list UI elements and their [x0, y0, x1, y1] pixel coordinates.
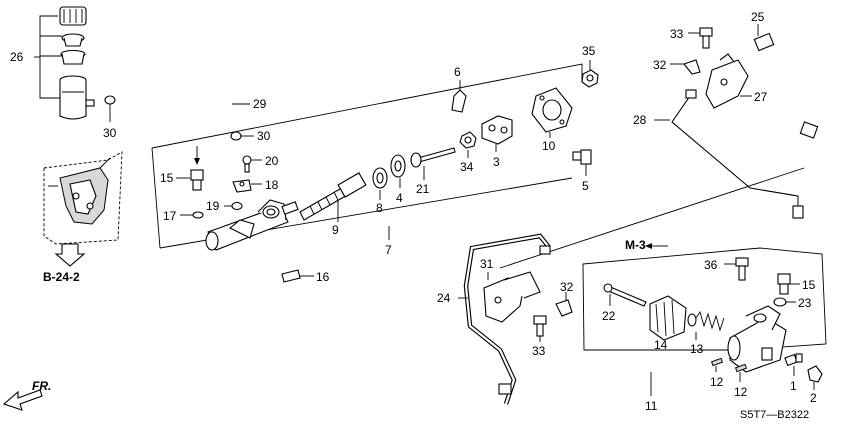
pushrod-21 — [410, 147, 456, 180]
label-9: 9 — [332, 223, 339, 237]
label-26: 26 — [10, 50, 24, 64]
label-12-b: 12 — [734, 385, 748, 399]
label-20: 20 — [265, 154, 279, 168]
screw-20 — [242, 155, 262, 173]
bolt-33-b — [533, 315, 547, 342]
pin-12-a — [710, 357, 724, 372]
label-7: 7 — [385, 243, 392, 257]
label-30-a: 30 — [103, 126, 117, 140]
label-19: 19 — [206, 199, 220, 213]
label-33-b: 33 — [532, 344, 546, 358]
label-4: 4 — [396, 191, 403, 205]
bolt-33-a — [688, 27, 713, 49]
nut-35 — [581, 60, 599, 88]
clip-32-a — [670, 59, 701, 75]
pushrod-22 — [603, 283, 647, 307]
label-35: 35 — [582, 44, 596, 58]
ref-front: FR. — [32, 379, 51, 393]
clip-32-b — [555, 292, 573, 317]
label-14: 14 — [654, 338, 668, 352]
label-18: 18 — [265, 178, 279, 192]
arrow-b24 — [54, 243, 86, 267]
clamp-30-a — [104, 95, 116, 122]
label-5: 5 — [582, 179, 589, 193]
bracket-inset — [43, 151, 123, 245]
master-cylinder-body — [205, 199, 299, 251]
label-1: 1 — [790, 379, 797, 393]
divider-line — [499, 167, 805, 269]
label-28: 28 — [633, 113, 647, 127]
slave-cylinder-body — [727, 305, 787, 373]
clutch-pipe-28 — [654, 89, 804, 219]
label-22: 22 — [602, 309, 616, 323]
label-30-b: 30 — [257, 129, 271, 143]
label-32-a: 32 — [653, 58, 667, 72]
pin-12-b — [734, 363, 748, 382]
union-bolt-15-a — [190, 146, 204, 191]
boot-4 — [390, 154, 406, 188]
bracket-27 — [705, 53, 752, 109]
front-arrow — [2, 389, 43, 411]
label-13: 13 — [690, 342, 704, 356]
label-2: 2 — [810, 391, 817, 405]
ref-b24-2: B-24-2 — [43, 270, 80, 284]
reservoir-cap-26 — [34, 6, 95, 120]
label-32-b: 32 — [560, 280, 574, 294]
label-34: 34 — [460, 160, 474, 174]
label-16: 16 — [316, 270, 330, 284]
label-31: 31 — [480, 257, 494, 271]
washer-17 — [180, 211, 204, 219]
bolt-36 — [724, 257, 749, 281]
label-15-a: 15 — [160, 171, 174, 185]
arrow-m3 — [645, 243, 668, 249]
clamp-30-b — [230, 131, 254, 141]
label-6: 6 — [454, 65, 461, 79]
label-27: 27 — [754, 90, 768, 104]
label-3: 3 — [493, 155, 500, 169]
spring-13 — [687, 310, 725, 340]
label-25: 25 — [751, 10, 765, 24]
clutch-hose-25 — [753, 13, 833, 139]
label-10: 10 — [542, 139, 556, 153]
clip-18 — [232, 179, 262, 193]
cap-2 — [807, 365, 823, 390]
bleeder-1 — [784, 353, 803, 376]
seal-8 — [372, 167, 388, 200]
group-frame-7 — [151, 63, 583, 249]
label-15-b: 15 — [802, 278, 816, 292]
label-12-a: 12 — [710, 375, 724, 389]
group-frame-11 — [582, 247, 827, 351]
label-29: 29 — [253, 97, 267, 111]
label-36: 36 — [704, 258, 718, 272]
hose-29 — [110, 89, 250, 121]
yoke-3 — [481, 115, 513, 152]
label-24: 24 — [437, 291, 451, 305]
stopper-5 — [572, 149, 592, 176]
washer-19 — [224, 201, 243, 211]
diagram-code: S5T7—B2322 — [740, 409, 809, 421]
label-21: 21 — [416, 182, 430, 196]
clip-6 — [451, 80, 467, 113]
piston-9 — [299, 172, 367, 222]
bracket-31 — [483, 271, 541, 323]
label-33-a: 33 — [670, 27, 684, 41]
washer-23 — [773, 297, 796, 307]
label-8: 8 — [376, 201, 383, 215]
label-17: 17 — [163, 209, 177, 223]
label-11: 11 — [645, 399, 658, 413]
label-23: 23 — [798, 296, 812, 310]
boot-14 — [649, 295, 687, 341]
gasket-10 — [531, 87, 573, 138]
nut-34 — [459, 131, 477, 158]
ref-m3: M-3 — [625, 238, 646, 252]
clutch-pipe-24 — [458, 233, 551, 405]
pin-16 — [281, 269, 314, 283]
union-bolt-15-b — [777, 273, 800, 295]
